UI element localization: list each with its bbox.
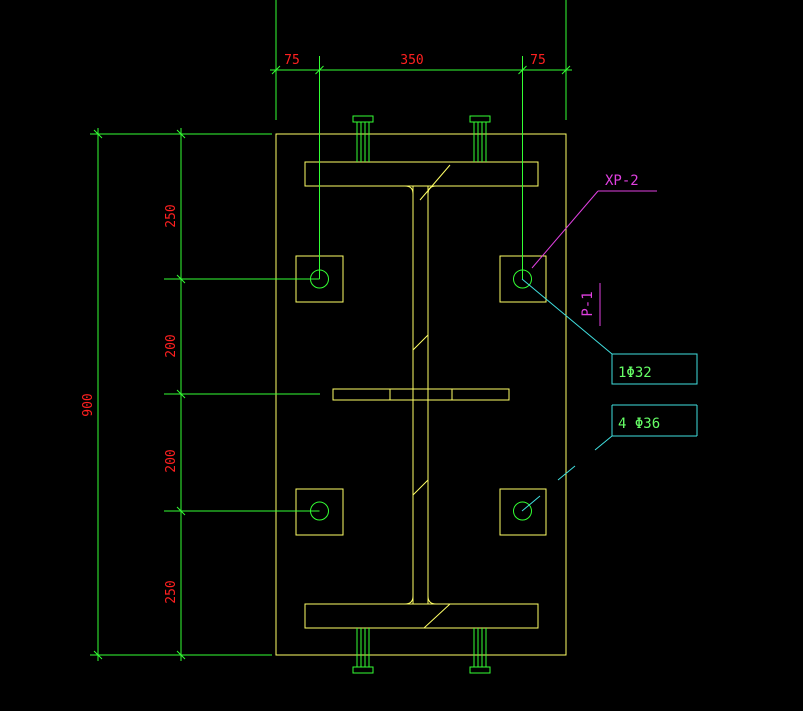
dim-top-right: 75 — [530, 53, 546, 68]
stiffener-plate — [332, 388, 510, 401]
dim-seg-2: 200 — [164, 334, 179, 357]
break-mark-bottom — [423, 603, 451, 629]
leader-xp2 — [531, 190, 657, 269]
washer-bottom-right — [499, 488, 547, 536]
top-dimension-lines — [270, 0, 572, 279]
leader-4phi36-tick — [594, 435, 613, 451]
dim-seg-1: 250 — [164, 204, 179, 227]
left-dimension-lines — [90, 128, 320, 661]
bolt-bottom-right — [513, 501, 532, 521]
top-flange — [304, 161, 539, 187]
fillet-bl — [404, 595, 414, 605]
stud-bottom-right — [469, 628, 491, 674]
leader-xp2-diag — [531, 190, 599, 269]
dim-seg-3: 200 — [164, 449, 179, 472]
label-1phi32: 1Φ32 — [618, 365, 652, 381]
shear-studs — [352, 115, 491, 674]
dim-top-mid: 350 — [400, 53, 423, 68]
bottom-flange — [304, 603, 539, 629]
leader-4phi36-tick3 — [521, 495, 541, 512]
break-mark-mid1 — [412, 334, 429, 351]
stud-top-left — [352, 115, 374, 162]
dim-seg-4: 250 — [164, 580, 179, 603]
fillet-br — [427, 595, 437, 605]
i-beam-section — [304, 161, 539, 629]
leader-1phi32 — [521, 278, 698, 385]
fillet-tl — [404, 185, 414, 195]
dim-overall-height: 900 — [81, 393, 96, 416]
stud-bottom-left — [352, 628, 374, 674]
washer-bottom-left — [295, 488, 344, 536]
leader-4phi36 — [521, 404, 698, 512]
label-xp2: XP-2 — [605, 173, 639, 189]
stud-top-right — [469, 115, 491, 162]
label-4phi36: 4 Φ36 — [618, 416, 660, 432]
break-mark-mid2 — [412, 479, 429, 496]
leader-4phi36-tick2 — [557, 465, 576, 481]
tag-box-1phi32 — [611, 353, 698, 385]
break-mark-top — [419, 164, 451, 201]
leader-1phi32-diag — [521, 278, 613, 355]
dim-top-left: 75 — [284, 53, 300, 68]
label-p1: P-1 — [580, 291, 596, 316]
